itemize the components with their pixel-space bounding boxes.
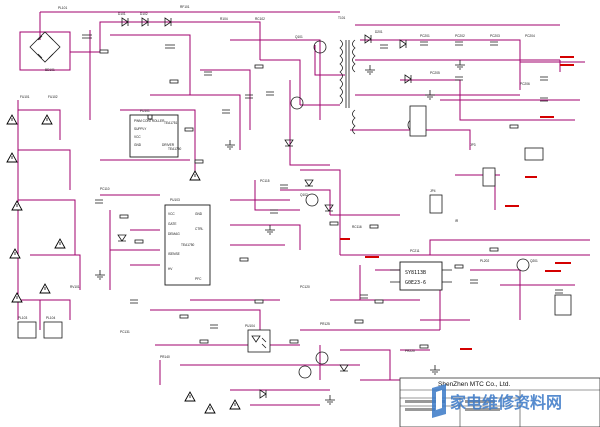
svg-text:CTRL: CTRL — [195, 227, 204, 231]
svg-text:PR125: PR125 — [320, 322, 330, 326]
svg-text:Q201: Q201 — [530, 259, 538, 263]
svg-text:PR140: PR140 — [160, 355, 170, 359]
pwm-ic-top: PWM CONTROLLER TEA1751 SUPPLY VCC GND DR… — [129, 114, 179, 158]
bridge-rectifier: BD101 — [29, 31, 61, 72]
svg-text:RC102: RC102 — [255, 17, 265, 21]
warning-icon — [11, 292, 23, 303]
svg-text:HV: HV — [168, 267, 173, 271]
connectors — [17, 105, 572, 339]
pwm-ic-main: TEA1750 VCC GATE DEMAG ISENSE HV GND CTR… — [164, 204, 211, 286]
svg-text:PL103: PL103 — [18, 316, 27, 320]
watermark: 家电维修资料网 — [432, 384, 562, 418]
warning-icon — [184, 391, 196, 402]
svg-text:SUPPLY: SUPPLY — [134, 127, 147, 131]
pwm-aux-label: TEA1751 — [164, 121, 178, 125]
warning-icon — [189, 170, 201, 181]
pwm-main-label: TEA1750 — [181, 243, 195, 247]
svg-text:PC204: PC204 — [525, 34, 535, 38]
svg-text:VCC: VCC — [168, 212, 175, 216]
warning-icon — [39, 283, 51, 294]
svg-text:PC205: PC205 — [430, 71, 440, 75]
svg-text:PC203: PC203 — [490, 34, 500, 38]
svg-text:PU103: PU103 — [170, 198, 180, 202]
svg-text:D102: D102 — [140, 12, 148, 16]
warning-icon — [11, 200, 23, 211]
svg-text:ISENSE: ISENSE — [168, 252, 180, 256]
svg-text:DRIVER: DRIVER — [162, 143, 175, 147]
warning-icons — [6, 114, 241, 414]
svg-text:VCC: VCC — [134, 135, 141, 139]
svg-text:PC206: PC206 — [520, 82, 530, 86]
svg-text:PC115: PC115 — [260, 179, 270, 183]
warning-icon — [229, 399, 241, 410]
passives — [82, 34, 563, 349]
diodes — [117, 17, 412, 399]
svg-text:R104: R104 — [220, 17, 228, 21]
svg-text:PR220: PR220 — [405, 349, 415, 353]
warning-icon — [41, 114, 53, 125]
svg-text:PC201: PC201 — [420, 34, 430, 38]
watermark-text: 家电维修资料网 — [450, 393, 562, 412]
svg-text:PL101: PL101 — [58, 6, 67, 10]
svg-text:FU102: FU102 — [48, 95, 58, 99]
warning-icon — [54, 238, 66, 249]
svg-text:GATE: GATE — [168, 222, 176, 226]
mosfets — [290, 40, 530, 379]
red-net-markers — [340, 56, 574, 350]
warning-icon — [6, 114, 18, 125]
svg-text:PFC: PFC — [195, 277, 202, 281]
svg-text:PU101: PU101 — [140, 109, 150, 113]
svg-text:PC202: PC202 — [455, 34, 465, 38]
svg-text:PL104: PL104 — [46, 316, 55, 320]
u2-ic: TEA1750 — [147, 114, 182, 151]
chip-a-label: SY8113B — [405, 270, 426, 276]
svg-text:PC120: PC120 — [300, 285, 310, 289]
chip-b-label: G0E23-6 — [405, 280, 426, 286]
svg-text:PU104: PU104 — [245, 324, 255, 328]
svg-text:JP3: JP3 — [470, 143, 476, 147]
svg-text:Q102: Q102 — [300, 193, 308, 197]
svg-text:BD101: BD101 — [45, 68, 55, 72]
reference-labels: PL101 D101 D102 RF101 R104 RC102 Q101 D2… — [18, 5, 538, 359]
svg-text:PC211: PC211 — [410, 249, 420, 253]
svg-text:RF101: RF101 — [180, 5, 190, 9]
wiring — [15, 11, 590, 406]
svg-text:RC116: RC116 — [352, 225, 362, 229]
svg-text:PWM CONTROLLER: PWM CONTROLLER — [134, 119, 165, 123]
dc-dc-converter-chip: SY8113B G0E23-6 — [390, 261, 452, 291]
svg-text:T101: T101 — [338, 16, 345, 20]
svg-text:GND: GND — [195, 212, 203, 216]
svg-text:PC110: PC110 — [100, 187, 110, 191]
svg-text:FU101: FU101 — [20, 95, 30, 99]
svg-text:GND: GND — [134, 143, 142, 147]
company-name: ShenZhen MTC Co., Ltd. — [438, 381, 510, 388]
svg-text:D101: D101 — [118, 12, 126, 16]
svg-text:RV101: RV101 — [70, 285, 80, 289]
warning-icon — [204, 403, 216, 414]
svg-text:PL202: PL202 — [480, 259, 489, 263]
svg-text:DEMAG: DEMAG — [168, 232, 180, 236]
svg-text:PC131: PC131 — [120, 330, 130, 334]
optocoupler — [247, 329, 271, 353]
svg-text:D201: D201 — [375, 30, 383, 34]
ground-symbols — [95, 60, 465, 405]
svg-text:IR: IR — [455, 219, 459, 223]
svg-text:JP4: JP4 — [430, 189, 436, 193]
svg-text:Q101: Q101 — [295, 35, 303, 39]
u2-label: TEA1750 — [168, 147, 182, 151]
warning-icon — [6, 152, 18, 163]
warning-icon — [9, 248, 21, 259]
main-transformer: T101 — [338, 16, 356, 135]
